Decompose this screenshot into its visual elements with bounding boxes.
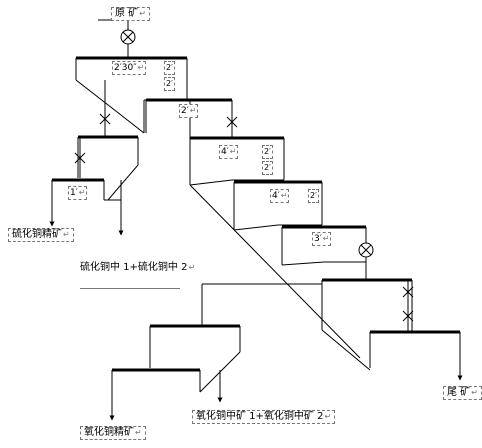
time-rougher-side-a: 2′ bbox=[164, 61, 175, 75]
x-marker bbox=[74, 152, 86, 164]
time-cleaner-text: 1′ bbox=[70, 188, 78, 198]
time-scavenger-4-text: 3′ bbox=[314, 234, 322, 244]
flotation-cell-oxide-recleaner bbox=[109, 368, 223, 421]
mill-symbol-1 bbox=[120, 29, 136, 45]
time-rougher: 2′30″↵ bbox=[112, 61, 147, 75]
time-scavenger-2-side-a: 2′ bbox=[262, 145, 273, 159]
time-scavenger-2-side-a-text: 2′ bbox=[264, 147, 271, 156]
paragraph-mark: ↵ bbox=[322, 234, 330, 243]
paragraph-mark: ↵ bbox=[63, 230, 70, 239]
mill-symbol-2 bbox=[358, 242, 374, 258]
product-tailings: 尾 矿↵ bbox=[443, 386, 482, 400]
paragraph-mark: ↵ bbox=[137, 63, 145, 72]
paragraph-mark: ↵ bbox=[78, 188, 86, 197]
time-scavenger-1-text: 2′ bbox=[181, 106, 189, 116]
time-scavenger-4: 3′↵ bbox=[312, 232, 332, 246]
paragraph-mark: ↵ bbox=[189, 106, 197, 115]
time-rougher-text: 2′30″ bbox=[114, 63, 137, 73]
time-scavenger-2: 4′↵ bbox=[219, 145, 239, 159]
paragraph-mark: ↵ bbox=[229, 147, 237, 156]
cu-oxide-concentrate-text: 氧化铜精矿 bbox=[84, 427, 134, 438]
time-rougher-side-a-text: 2′ bbox=[166, 63, 173, 72]
flotation-cell-oxide-rougher bbox=[321, 278, 413, 332]
cu-sulfide-concentrate-text: 硫化铜精矿 bbox=[12, 229, 62, 240]
x-marker bbox=[402, 310, 414, 322]
time-rougher-side-b: 2′ bbox=[164, 77, 175, 91]
product-cu-oxide-middlings: 氧化铜中矿 1+氧化铜中矿 2↵ bbox=[192, 410, 336, 424]
time-scavenger-1: 2′↵ bbox=[179, 104, 199, 118]
x-marker bbox=[402, 286, 414, 298]
flotation-cell-recleaner bbox=[49, 178, 124, 236]
paragraph-mark: ↵ bbox=[135, 428, 142, 437]
product-cu-sulfide-middlings: 硫化铜中 1+硫化铜中 2↵ bbox=[80, 262, 195, 289]
cu-sulfide-middlings-text: 硫化铜中 1+硫化铜中 2 bbox=[80, 262, 188, 273]
tailings-diagonal-1 bbox=[189, 184, 361, 359]
time-cleaner: 1′↵ bbox=[68, 186, 88, 200]
feed-text: 原 矿 bbox=[115, 8, 139, 19]
flotation-cell-cleaner bbox=[77, 135, 139, 201]
flotation-cell-oxide-cleaner bbox=[149, 324, 241, 393]
x-marker bbox=[226, 116, 238, 128]
time-scavenger-2-side-b: 2′ bbox=[262, 161, 273, 175]
paragraph-mark: ↵ bbox=[188, 263, 196, 272]
time-scavenger-2-text: 4′ bbox=[221, 147, 229, 157]
paragraph-mark: ↵ bbox=[471, 388, 478, 397]
flotation-cell-scavenger-2 bbox=[189, 136, 285, 186]
paragraph-mark: ↵ bbox=[139, 9, 146, 18]
time-scavenger-3-side-text: 2′ bbox=[310, 191, 317, 200]
time-scavenger-3-text: 4′ bbox=[272, 191, 280, 201]
product-cu-oxide-concentrate: 氧化铜精矿↵ bbox=[80, 426, 146, 440]
time-scavenger-3: 4′↵ bbox=[270, 189, 290, 203]
feed-label: 原 矿↵ bbox=[111, 7, 150, 21]
paragraph-mark: ↵ bbox=[280, 191, 288, 200]
cu-oxide-middlings-text: 氧化铜中矿 1+氧化铜中矿 2 bbox=[196, 411, 324, 422]
flotation-cell-scavenger-3 bbox=[233, 180, 323, 231]
paragraph-mark: ↵ bbox=[324, 412, 332, 421]
product-cu-sulfide-concentrate: 硫化铜精矿↵ bbox=[8, 228, 74, 242]
x-marker bbox=[99, 113, 111, 125]
time-scavenger-3-side: 2′ bbox=[308, 189, 319, 203]
flotation-cell-oxide-scavenger bbox=[321, 329, 463, 381]
tailings-text: 尾 矿 bbox=[447, 387, 471, 398]
time-scavenger-2-side-b-text: 2′ bbox=[264, 163, 271, 172]
time-rougher-side-b-text: 2′ bbox=[166, 79, 173, 88]
